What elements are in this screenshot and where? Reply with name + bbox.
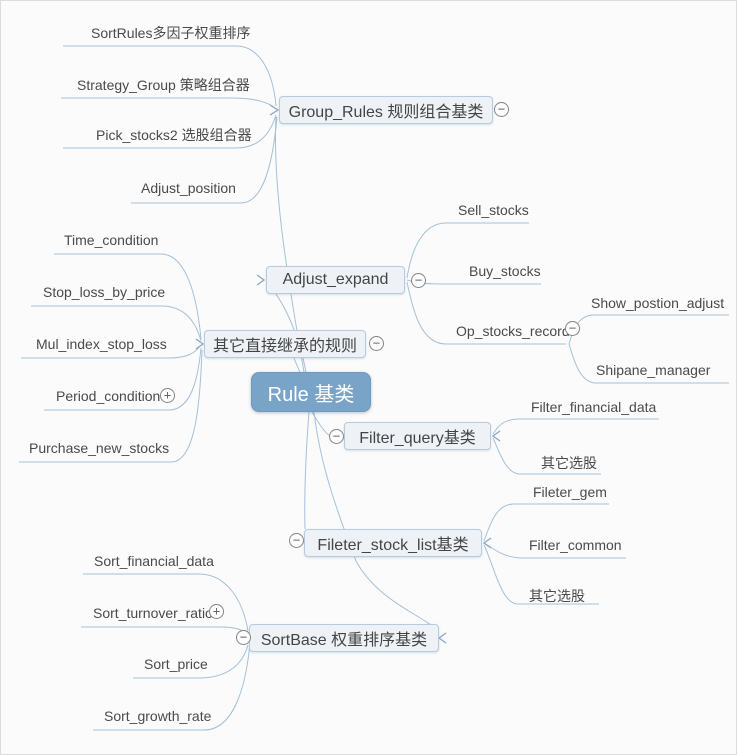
node-filter-query[interactable]: Filter_query基类 bbox=[344, 422, 491, 450]
leaf-sort-financial-data[interactable]: Sort_financial_data bbox=[94, 553, 214, 569]
leaf-adjust-position[interactable]: Adjust_position bbox=[141, 180, 236, 196]
leaf-stop-loss-by-price[interactable]: Stop_loss_by_price bbox=[43, 284, 166, 300]
leaf-period-condition[interactable]: Period_condition bbox=[56, 388, 161, 404]
leaf-sort-price[interactable]: Sort_price bbox=[144, 656, 208, 672]
node-other-inherited-rules[interactable]: 其它直接继承的规则 bbox=[204, 330, 366, 358]
node-fileter-stock-list[interactable]: Fileter_stock_list基类 bbox=[304, 529, 482, 557]
leaf-filter-common[interactable]: Filter_common bbox=[529, 537, 622, 553]
node-adjust-expand[interactable]: Adjust_expand bbox=[266, 266, 405, 294]
leaf-shipane-manager[interactable]: Shipane_manager bbox=[596, 362, 711, 378]
collapse-icon-fileter-stock-list[interactable]: − bbox=[289, 533, 304, 548]
leaf-sortrules[interactable]: SortRules多因子权重排序 bbox=[91, 25, 251, 41]
other-rules-child-connectors bbox=[19, 253, 203, 463]
leaf-show-postion-adjust[interactable]: Show_postion_adjust bbox=[591, 295, 725, 311]
node-group-rules[interactable]: Group_Rules 规则组合基类 bbox=[279, 96, 493, 124]
collapse-icon-adjust-expand[interactable]: − bbox=[411, 273, 426, 288]
leaf-sort-growth-rate[interactable]: Sort_growth_rate bbox=[104, 708, 212, 724]
leaf-filter-financial-data[interactable]: Filter_financial_data bbox=[531, 399, 657, 415]
leaf-purchase-new-stocks[interactable]: Purchase_new_stocks bbox=[29, 440, 170, 456]
collapse-icon-op-stocks-record[interactable]: − bbox=[565, 321, 580, 336]
collapse-icon-sortbase[interactable]: − bbox=[236, 630, 251, 645]
leaf-op-stocks-record[interactable]: Op_stocks_record bbox=[456, 323, 570, 339]
expand-icon-period-condition[interactable]: + bbox=[160, 388, 175, 403]
leaf-sort-turnover-ratio[interactable]: Sort_turnover_ratio bbox=[93, 605, 213, 621]
root-node-rule[interactable]: Rule 基类 bbox=[251, 372, 371, 412]
filter-query-child-connectors bbox=[492, 418, 659, 475]
leaf-sell-stocks[interactable]: Sell_stocks bbox=[458, 202, 529, 218]
collapse-icon-filter-query[interactable]: − bbox=[329, 429, 344, 444]
leaf-fileter-gem[interactable]: Fileter_gem bbox=[533, 484, 607, 500]
leaf-pick-stocks2[interactable]: Pick_stocks2 选股组合器 bbox=[96, 127, 252, 143]
collapse-icon-group-rules[interactable]: − bbox=[494, 102, 509, 117]
leaf-time-condition[interactable]: Time_condition bbox=[64, 232, 159, 248]
leaf-strategy-group[interactable]: Strategy_Group 策略组合器 bbox=[77, 77, 250, 93]
connector-arrowheads bbox=[195, 104, 501, 644]
leaf-buy-stocks[interactable]: Buy_stocks bbox=[469, 263, 541, 279]
leaf-stock-list-other[interactable]: 其它选股 bbox=[529, 588, 585, 604]
expand-icon-sort-turnover-ratio[interactable]: + bbox=[209, 604, 224, 619]
leaf-mul-index-stop-loss[interactable]: Mul_index_stop_loss bbox=[36, 336, 167, 352]
node-sortbase[interactable]: SortBase 权重排序基类 bbox=[249, 624, 439, 652]
sortbase-child-connectors bbox=[81, 573, 251, 731]
collapse-icon-other-rules[interactable]: − bbox=[369, 336, 384, 351]
leaf-filter-query-other[interactable]: 其它选股 bbox=[541, 455, 597, 471]
